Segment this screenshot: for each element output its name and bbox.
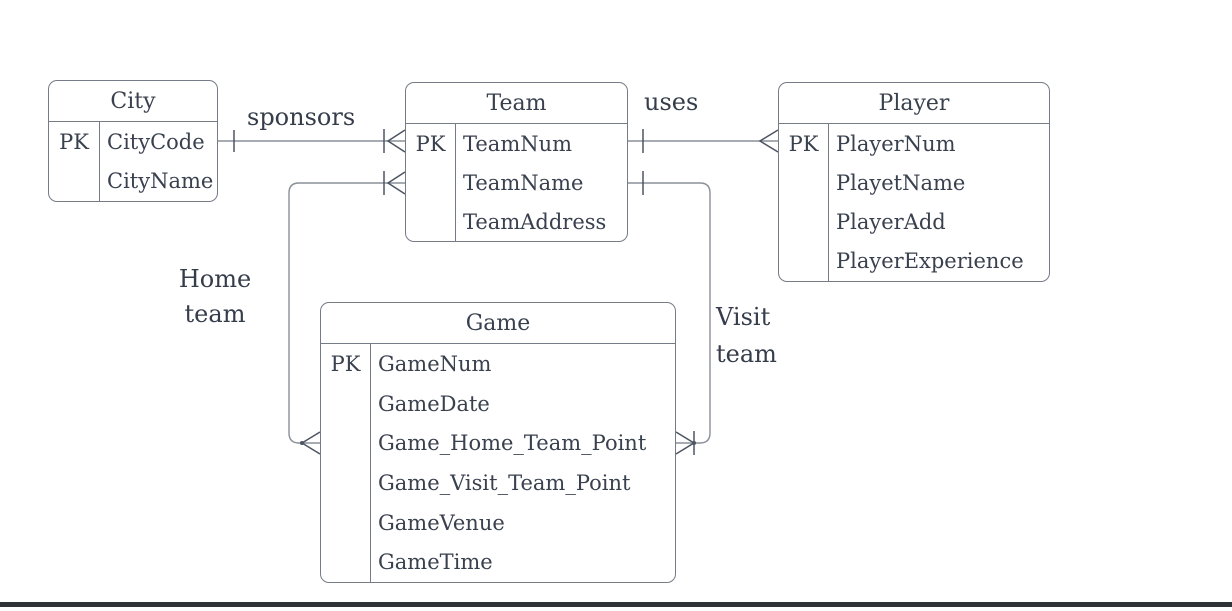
- attribute-cell: Game_Visit_Team_Point: [378, 470, 631, 495]
- relationship-label-sponsors: sponsors: [247, 103, 356, 131]
- entity-game-pk-label: PK: [330, 352, 361, 376]
- relationship-label-home-team-line1: Home: [178, 265, 252, 293]
- entity-game-title: Game: [321, 303, 675, 344]
- entity-player-attributes: PlayerNum PlayetName PlayerAdd PlayerExp…: [829, 124, 1049, 281]
- attribute-cell: CityName: [107, 169, 214, 194]
- attribute-cell: PlayerExperience: [836, 249, 1024, 274]
- attribute-cell: PlayetName: [836, 170, 966, 195]
- home-game-joint-dot: [300, 441, 304, 445]
- relationship-label-home-team-line2: team: [184, 300, 246, 328]
- attribute-cell: PlayerAdd: [836, 210, 946, 235]
- entity-team-pk-label: PK: [415, 132, 446, 156]
- entity-team: Team PK TeamNum TeamName TeamAddress: [405, 82, 628, 242]
- entity-city-pk-column: PK: [49, 122, 100, 201]
- attribute-cell: TeamAddress: [463, 209, 607, 234]
- entity-city-title: City: [49, 81, 217, 122]
- relationship-label-home-team: Home team: [176, 262, 254, 332]
- bottom-rule: [0, 602, 1232, 607]
- entity-team-pk-column: PK: [406, 124, 456, 241]
- visit-game-crowsfoot: [675, 431, 696, 455]
- attribute-cell: CityCode: [107, 129, 205, 154]
- entity-game: Game PK GameNum GameDate Game_Home_Team_…: [320, 302, 676, 583]
- uses-player-crowsfoot: [758, 129, 779, 153]
- entity-team-title: Team: [406, 83, 627, 124]
- entity-player: Player PK PlayerNum PlayetName PlayerAdd…: [778, 82, 1050, 282]
- entity-team-attributes: TeamNum TeamName TeamAddress: [456, 124, 627, 241]
- attribute-cell: GameNum: [378, 351, 492, 376]
- relationship-label-visit-team-line1: Visit: [716, 303, 771, 331]
- entity-player-pk-label: PK: [788, 132, 819, 156]
- attribute-cell: GameTime: [378, 550, 493, 575]
- attribute-cell: TeamNum: [463, 131, 573, 156]
- relationship-label-visit-team-line2: team: [716, 340, 777, 368]
- entity-city-pk-label: PK: [59, 130, 89, 154]
- attribute-cell: GameDate: [378, 391, 490, 416]
- entity-game-attributes: GameNum GameDate Game_Home_Team_Point Ga…: [371, 344, 675, 582]
- attribute-cell: PlayerNum: [836, 131, 956, 156]
- entity-game-pk-column: PK: [321, 344, 371, 582]
- sponsors-team-crowsfoot: [386, 129, 406, 153]
- attribute-cell: Game_Home_Team_Point: [378, 431, 647, 456]
- visit-game-joint-dot: [692, 441, 696, 445]
- entity-player-title: Player: [779, 83, 1049, 124]
- entity-city-attributes: CityCode CityName: [100, 122, 217, 201]
- home-game-crowsfoot: [300, 431, 321, 455]
- relationship-label-uses: uses: [644, 88, 699, 116]
- entity-city: City PK CityCode CityName: [48, 80, 218, 202]
- home-team-crowsfoot: [386, 171, 406, 195]
- entity-player-pk-column: PK: [779, 124, 829, 281]
- attribute-cell: GameVenue: [378, 510, 505, 535]
- attribute-cell: TeamName: [463, 170, 584, 195]
- relationship-label-visit-team: Visit team: [716, 299, 786, 373]
